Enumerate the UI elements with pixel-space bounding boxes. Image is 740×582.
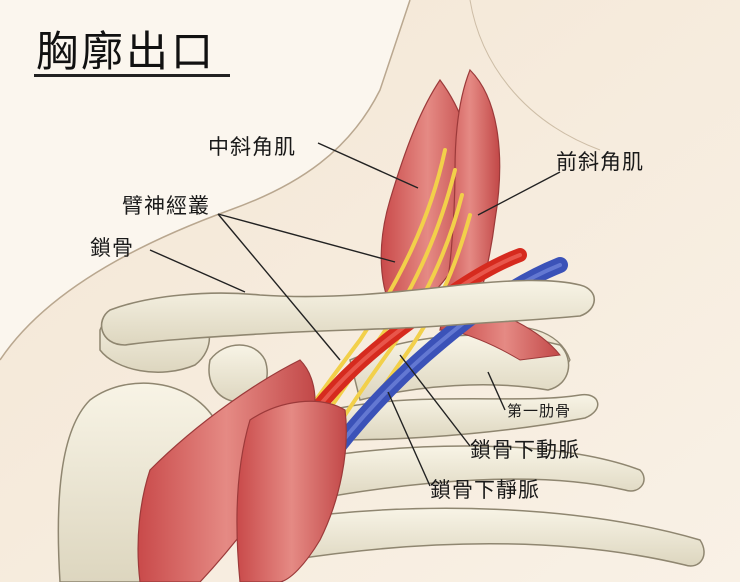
page-title: 胸廓出口 bbox=[36, 27, 217, 76]
label-subclavian-artery: 鎖骨下動脈 bbox=[470, 438, 580, 462]
label-first-rib: 第一肋骨 bbox=[507, 402, 572, 420]
label-subclavian-vein: 鎖骨下靜脈 bbox=[430, 478, 540, 502]
label-clavicle: 鎖骨 bbox=[90, 236, 134, 260]
clavicle-bone bbox=[100, 279, 596, 346]
leader-lines bbox=[149, 142, 561, 487]
label-anterior-scalene: 前斜角肌 bbox=[556, 150, 644, 174]
title-underline bbox=[34, 74, 230, 77]
label-middle-scalene: 中斜角肌 bbox=[208, 135, 296, 159]
label-brachial-plexus: 臂神經叢 bbox=[122, 194, 210, 218]
shoulder-muscles bbox=[137, 359, 347, 582]
